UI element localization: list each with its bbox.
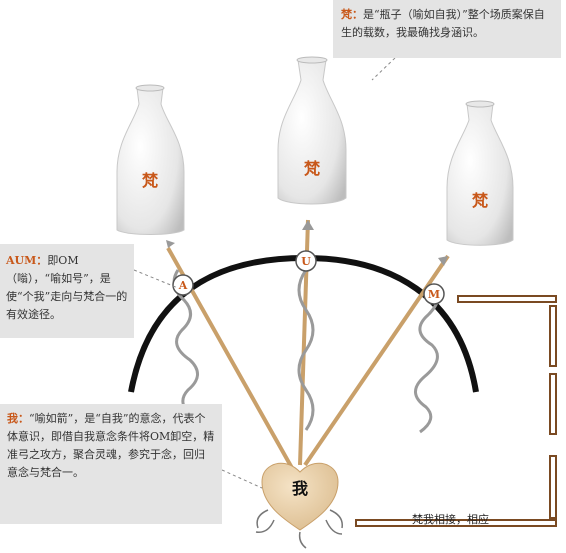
note-fan-body: 是“瓶子（喻如自我）”整个场质案保自生的载数，我最确找身涵识。 bbox=[341, 8, 545, 39]
node-u: U bbox=[295, 250, 317, 272]
bottom-label: 梵我相接，相应 bbox=[412, 513, 489, 526]
note-aum-body: 即OM（嗡），“喻如号”，是使“个我”走向与梵合一的有效途径。 bbox=[6, 254, 128, 321]
node-a: A bbox=[172, 274, 194, 296]
note-fan-head: 梵： bbox=[341, 8, 363, 21]
frame bbox=[355, 295, 557, 527]
vase-center: 梵 bbox=[277, 56, 347, 205]
note-wo: 我：“喻如箭”，是“自我”的意念，代表个体意识，即借自我意念条件将OM卸空，精准… bbox=[0, 404, 222, 524]
note-aum: AUM：即OM（嗡），“喻如号”，是使“个我”走向与梵合一的有效途径。 bbox=[0, 244, 134, 338]
node-a-label: A bbox=[178, 279, 188, 292]
heart: 我 bbox=[255, 462, 343, 549]
note-fan: 梵：是“瓶子（喻如自我）”整个场质案保自生的载数，我最确找身涵识。 bbox=[333, 0, 561, 58]
node-u-label: U bbox=[301, 255, 311, 268]
note-wo-body: “喻如箭”，是“自我”的意念，代表个体意识，即借自我意念条件将OM卸空，精准弓之… bbox=[7, 412, 215, 479]
node-m-label: M bbox=[428, 288, 440, 301]
note-aum-head: AUM： bbox=[6, 254, 48, 267]
note-wo-head: 我： bbox=[7, 412, 29, 425]
vase-right-char: 梵 bbox=[472, 191, 489, 210]
leader-fan bbox=[371, 57, 396, 81]
leader-aum bbox=[133, 269, 179, 289]
heart-char: 我 bbox=[292, 479, 308, 498]
vase-right: 梵 bbox=[446, 100, 514, 246]
leader-wo bbox=[221, 469, 263, 489]
node-m: M bbox=[423, 283, 445, 305]
vase-left-char: 梵 bbox=[142, 171, 159, 190]
vase-center-char: 梵 bbox=[304, 159, 321, 178]
vase-left: 梵 bbox=[116, 84, 185, 235]
